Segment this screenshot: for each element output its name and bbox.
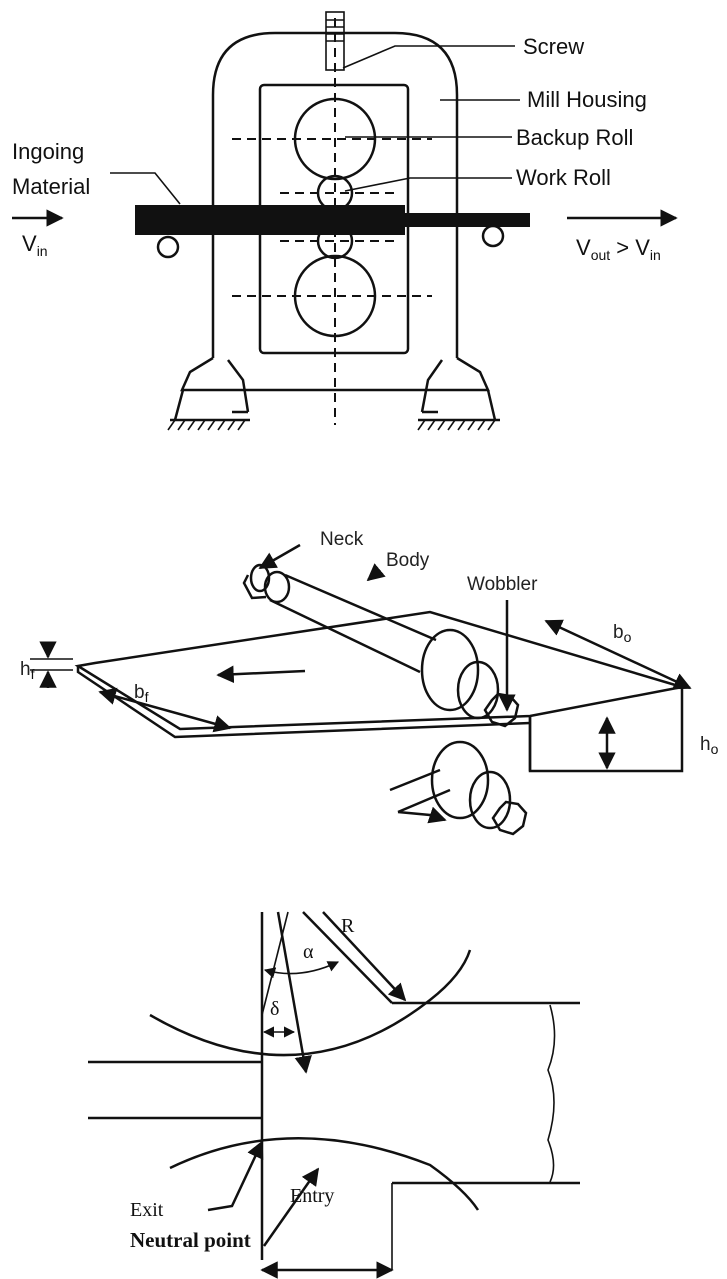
mill-stand: Screw Mill Housing Backup Roll Work Roll…	[12, 11, 678, 431]
radius-label: R	[341, 915, 355, 937]
v-out-label: Vout > Vin	[576, 235, 661, 263]
work-roll-label: Work Roll	[516, 165, 611, 190]
b-f-label: bf	[134, 682, 149, 705]
neutral-point-label: Neutral point	[130, 1228, 251, 1252]
ingoing-label: Ingoing	[12, 139, 84, 164]
wobbler-bottom	[491, 800, 528, 836]
backup-roll-label: Backup Roll	[516, 125, 633, 150]
alpha-label: α	[303, 941, 314, 963]
top-roll-body	[269, 573, 437, 674]
delta-label: δ	[270, 998, 279, 1020]
body-label: Body	[386, 550, 430, 571]
v-in-label: Vin	[22, 231, 48, 259]
entry-label: Entry	[290, 1185, 334, 1207]
ingoing-material	[135, 205, 405, 235]
rolling-isometric: Neck Body Wobbler hf bf bo ho	[20, 529, 719, 836]
h-f-label: hf	[20, 659, 35, 682]
bottom-roll-body	[389, 768, 451, 814]
neck-label: Neck	[320, 529, 364, 550]
lower-roll-arc	[169, 1137, 480, 1211]
material-label: Material	[12, 174, 90, 199]
exit-label: Exit	[130, 1199, 164, 1221]
wobbler-label: Wobbler	[467, 574, 538, 595]
h-o-label: ho	[700, 734, 719, 757]
upper-roll-arc	[149, 949, 472, 1057]
wobbler-top	[483, 692, 520, 728]
b-o-label: bo	[613, 622, 632, 645]
roll-gap-geometry: R α δ Exit Entry Neutral point	[88, 911, 580, 1279]
mill-housing-label: Mill Housing	[527, 87, 647, 112]
screw-label: Screw	[523, 34, 584, 59]
